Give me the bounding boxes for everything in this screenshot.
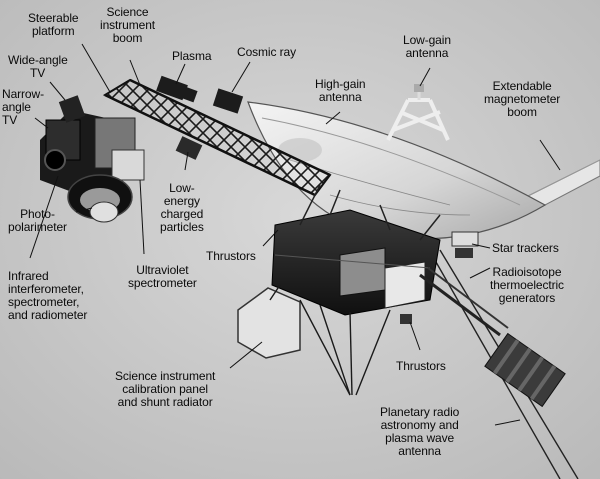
label-line: Steerable — [28, 11, 79, 25]
label-ultraviolet: Ultraviolet spectrometer — [128, 264, 197, 290]
label-thrustors-upper: Thrustors — [206, 250, 256, 263]
iris-dish — [67, 174, 133, 223]
label-cosmic-ray: Cosmic ray — [237, 46, 296, 59]
label-line: High-gain — [315, 77, 366, 91]
low-gain-tower — [386, 88, 450, 141]
label-line: magnetometer — [484, 92, 561, 106]
label-low-energy: Low- energy charged particles — [160, 182, 204, 234]
label-line: TV — [2, 113, 18, 127]
low-gain-feed — [414, 84, 424, 92]
label-line: Infrared — [8, 269, 49, 283]
label-line: thermoelectric — [490, 278, 564, 292]
boom-instruments — [156, 75, 244, 114]
label-line: platform — [31, 24, 75, 38]
label-narrow-angle-tv: Narrow- angle TV — [2, 88, 44, 127]
label-line: Star trackers — [492, 241, 559, 255]
label-line: Science — [106, 5, 149, 19]
scan-platform — [40, 95, 145, 195]
label-line: interferometer, — [8, 282, 84, 296]
label-line: antenna — [405, 46, 449, 60]
label-line: astronomy and — [380, 418, 459, 432]
label-line: Cosmic ray — [237, 45, 297, 59]
label-radio-antenna: Planetary radio astronomy and plasma wav… — [380, 406, 459, 458]
label-line: Plasma — [172, 49, 212, 63]
label-plasma: Plasma — [172, 49, 212, 63]
label-thrustors-lower: Thrustors — [396, 360, 446, 373]
leader-lines — [29, 43, 561, 426]
label-line: generators — [498, 291, 556, 305]
label-line: energy — [163, 194, 200, 208]
label-line: antenna — [318, 90, 362, 104]
label-line: spectrometer — [128, 276, 197, 290]
label-line: charged — [160, 207, 204, 221]
label-calibration: Science instrument calibration panel and… — [115, 370, 215, 409]
rtg-boom — [419, 267, 566, 408]
label-high-gain: High-gain antenna — [315, 77, 366, 104]
label-line: Science instrument — [115, 369, 216, 383]
label-line: particles — [160, 220, 204, 234]
label-line: plasma wave — [385, 431, 455, 445]
science-boom-truss — [102, 78, 332, 197]
label-line: and shunt radiator — [117, 395, 213, 409]
label-science-boom: Science instrument boom — [100, 6, 155, 45]
label-line: Thrustors — [396, 359, 446, 373]
label-line: Extendable — [492, 79, 552, 93]
label-line: Planetary radio — [380, 405, 460, 419]
label-line: Thrustors — [206, 249, 256, 263]
label-star-trackers: Star trackers — [492, 242, 559, 255]
lower-struts — [269, 284, 391, 396]
label-line: boom — [112, 31, 143, 45]
label-line: Radioisotope — [492, 265, 562, 279]
calibration-panel — [237, 287, 301, 359]
label-line: Ultraviolet — [136, 263, 189, 277]
label-steerable-platform: Steerable platform — [28, 11, 79, 38]
spacecraft-bus — [271, 209, 441, 316]
label-line: Low-gain — [403, 33, 451, 47]
label-line: boom — [507, 105, 537, 119]
label-photopolarimeter: Photo- polarimeter — [8, 208, 67, 234]
label-line: Low- — [169, 181, 195, 195]
label-line: Photo- — [20, 207, 55, 221]
label-rtg: Radioisotope thermoelectric generators — [490, 266, 564, 305]
label-wide-angle-tv: Wide-angle TV — [8, 54, 68, 80]
label-line: polarimeter — [8, 220, 67, 234]
label-line: antenna — [398, 444, 441, 458]
label-line: TV — [30, 66, 46, 80]
label-low-gain: Low-gain antenna — [403, 34, 451, 60]
label-line: Wide-angle — [8, 53, 68, 67]
label-magnetometer: Extendable magnetometer boom — [484, 80, 560, 119]
dish-struts — [299, 184, 441, 241]
label-line: calibration panel — [122, 382, 208, 396]
side-hardware — [400, 231, 479, 324]
label-line: angle — [2, 100, 31, 114]
label-line: spectrometer, — [8, 295, 80, 309]
label-line: Narrow- — [2, 87, 44, 101]
lecp-box — [175, 136, 203, 160]
label-line: and radiometer — [8, 308, 88, 322]
label-line: instrument — [100, 18, 156, 32]
label-infrared: Infrared interferometer, spectrometer, a… — [8, 270, 87, 322]
